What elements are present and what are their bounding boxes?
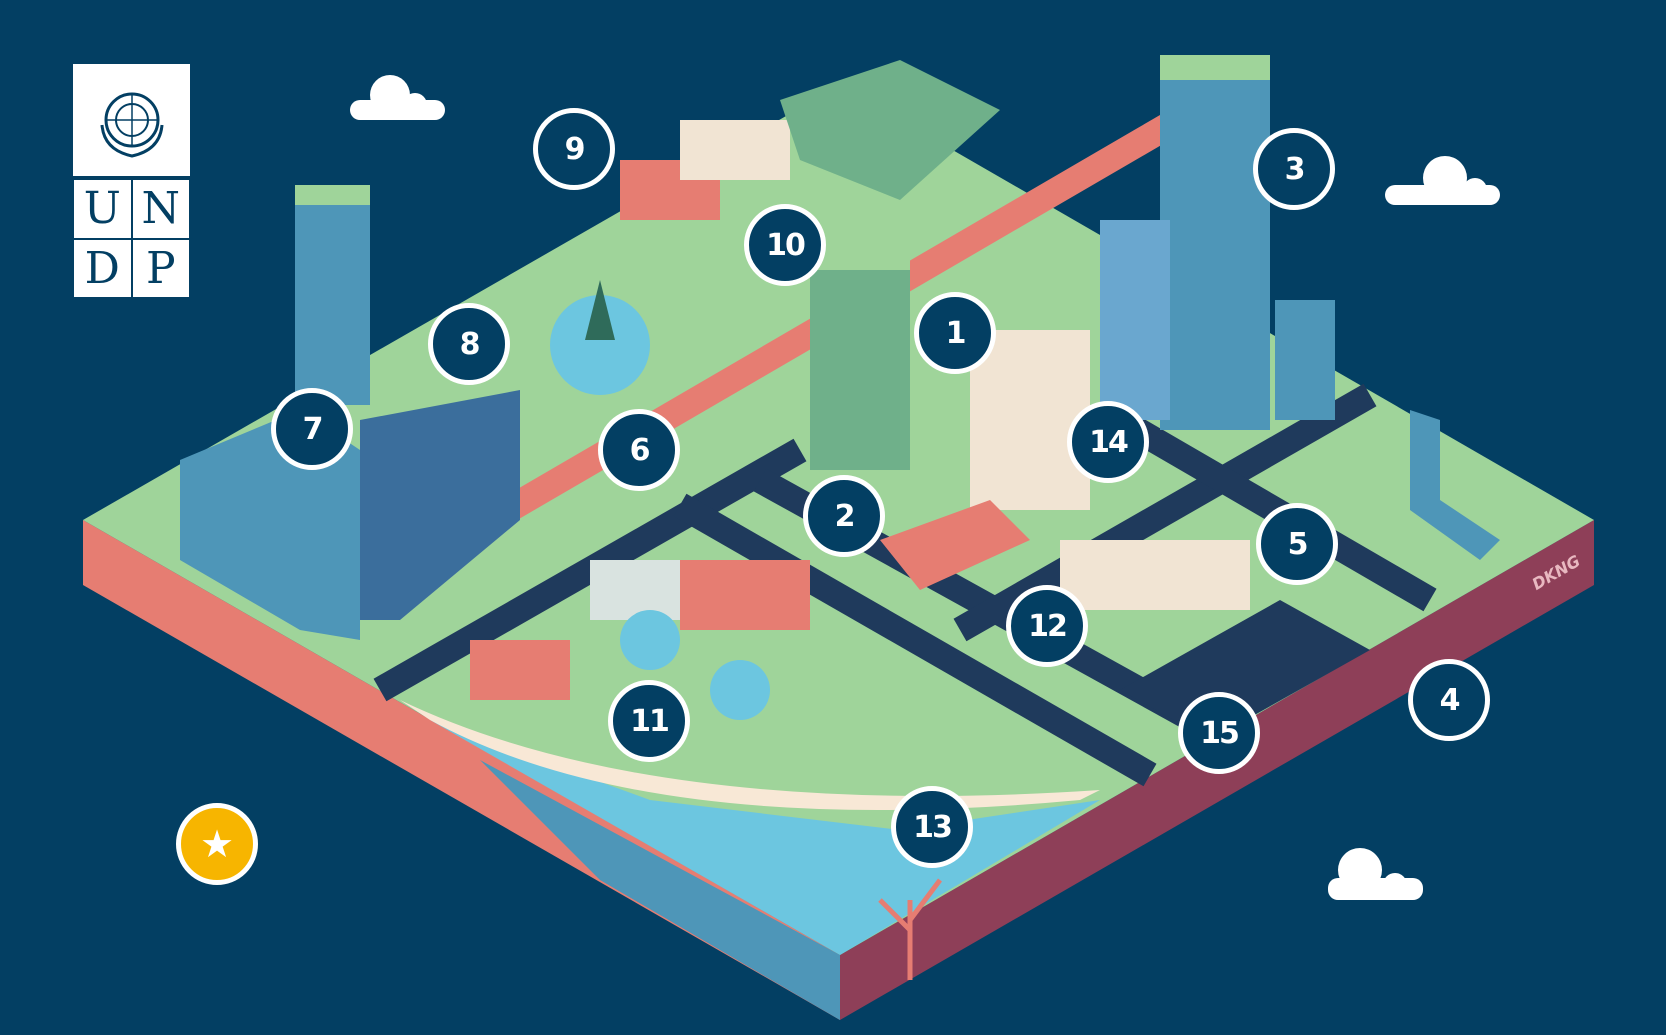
marker-8[interactable]: 8 [428,303,510,385]
un-emblem-icon [73,64,190,179]
marker-14[interactable]: 14 [1067,401,1149,483]
beach [400,700,1100,810]
logo-letter: P [131,238,190,298]
marker-10[interactable]: 10 [744,204,826,286]
logo-letter: N [131,179,190,239]
coral [878,878,942,980]
marker-1[interactable]: 1 [914,292,996,374]
logo-letter: U [73,179,132,239]
marker-11[interactable]: 11 [608,680,690,762]
marker-3[interactable]: 3 [1253,128,1335,210]
cloud-icon [1328,848,1423,900]
marker-2[interactable]: 2 [803,475,885,557]
sea [430,720,1100,955]
star-icon: ★ [199,822,235,866]
marker-9[interactable]: 9 [533,108,615,190]
marker-5[interactable]: 5 [1256,503,1338,585]
cloud-icon [350,75,445,120]
cloud-icon [1385,156,1500,205]
undp-logo: U N D P [73,64,190,298]
marker-6[interactable]: 6 [598,409,680,491]
marker-12[interactable]: 12 [1006,585,1088,667]
sea-side [480,760,840,1020]
logo-letter: D [73,238,132,298]
star-button[interactable]: ★ [176,803,258,885]
marker-7[interactable]: 7 [271,388,353,470]
marker-15[interactable]: 15 [1178,692,1260,774]
marker-4[interactable]: 4 [1408,659,1490,741]
marker-13[interactable]: 13 [891,786,973,868]
